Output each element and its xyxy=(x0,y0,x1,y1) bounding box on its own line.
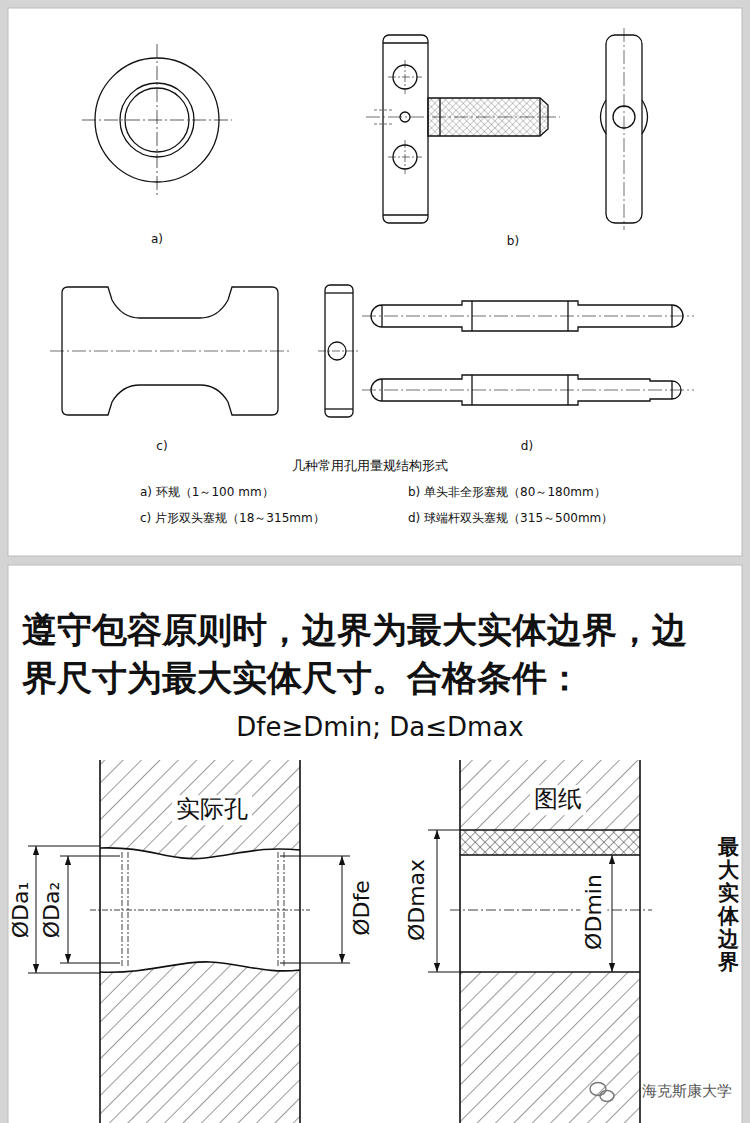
part-name: 图纸 xyxy=(530,785,586,815)
dimension-label: ØDmin xyxy=(580,870,607,954)
legend-line: a) 环规（1～100 mm） xyxy=(140,486,274,500)
dimension-label: ØDa₁ xyxy=(8,882,33,939)
watermark: 海克斯康大学 xyxy=(642,1083,732,1100)
watermark-icon xyxy=(590,1083,614,1102)
actual-hole-section xyxy=(28,760,350,1123)
single-head-plug-gauge xyxy=(366,28,648,230)
piece-double-head-gauge xyxy=(50,285,360,417)
condition-formula: Dfe≥Dmin; Da≤Dmax xyxy=(236,713,523,743)
figure-tag: d) xyxy=(521,440,533,454)
dimension-label: ØDa₂ xyxy=(39,882,64,939)
legend-line: d) 球端杆双头塞规（315～500mm） xyxy=(408,512,613,526)
heading-text: 遵守包容原则时，边界为最大实体边界，边界尺寸为最大实体尺寸。合格条件： xyxy=(22,606,708,702)
ball-end-rod-gauge xyxy=(362,301,694,405)
figure-tag: c) xyxy=(156,440,167,454)
top-panel xyxy=(8,8,742,556)
legend-line: c) 片形双头塞规（18～315mm） xyxy=(140,512,325,526)
figure-caption: 几种常用孔用量规结构形式 xyxy=(292,459,448,474)
ring-gauge xyxy=(82,44,232,196)
part-name: 实际孔 xyxy=(172,795,252,825)
dimension-label: ØDfe xyxy=(349,880,374,936)
figure-tag: b) xyxy=(507,235,519,249)
drawing-hole-section xyxy=(428,760,652,1123)
legend-line: b) 单头非全形塞规（80～180mm） xyxy=(408,486,606,500)
dimension-label: ØDmax xyxy=(404,859,429,941)
figure-tag: a) xyxy=(151,233,163,247)
bottom-panel xyxy=(8,565,742,1123)
boundary-label: 最大实体边界 xyxy=(718,836,739,975)
